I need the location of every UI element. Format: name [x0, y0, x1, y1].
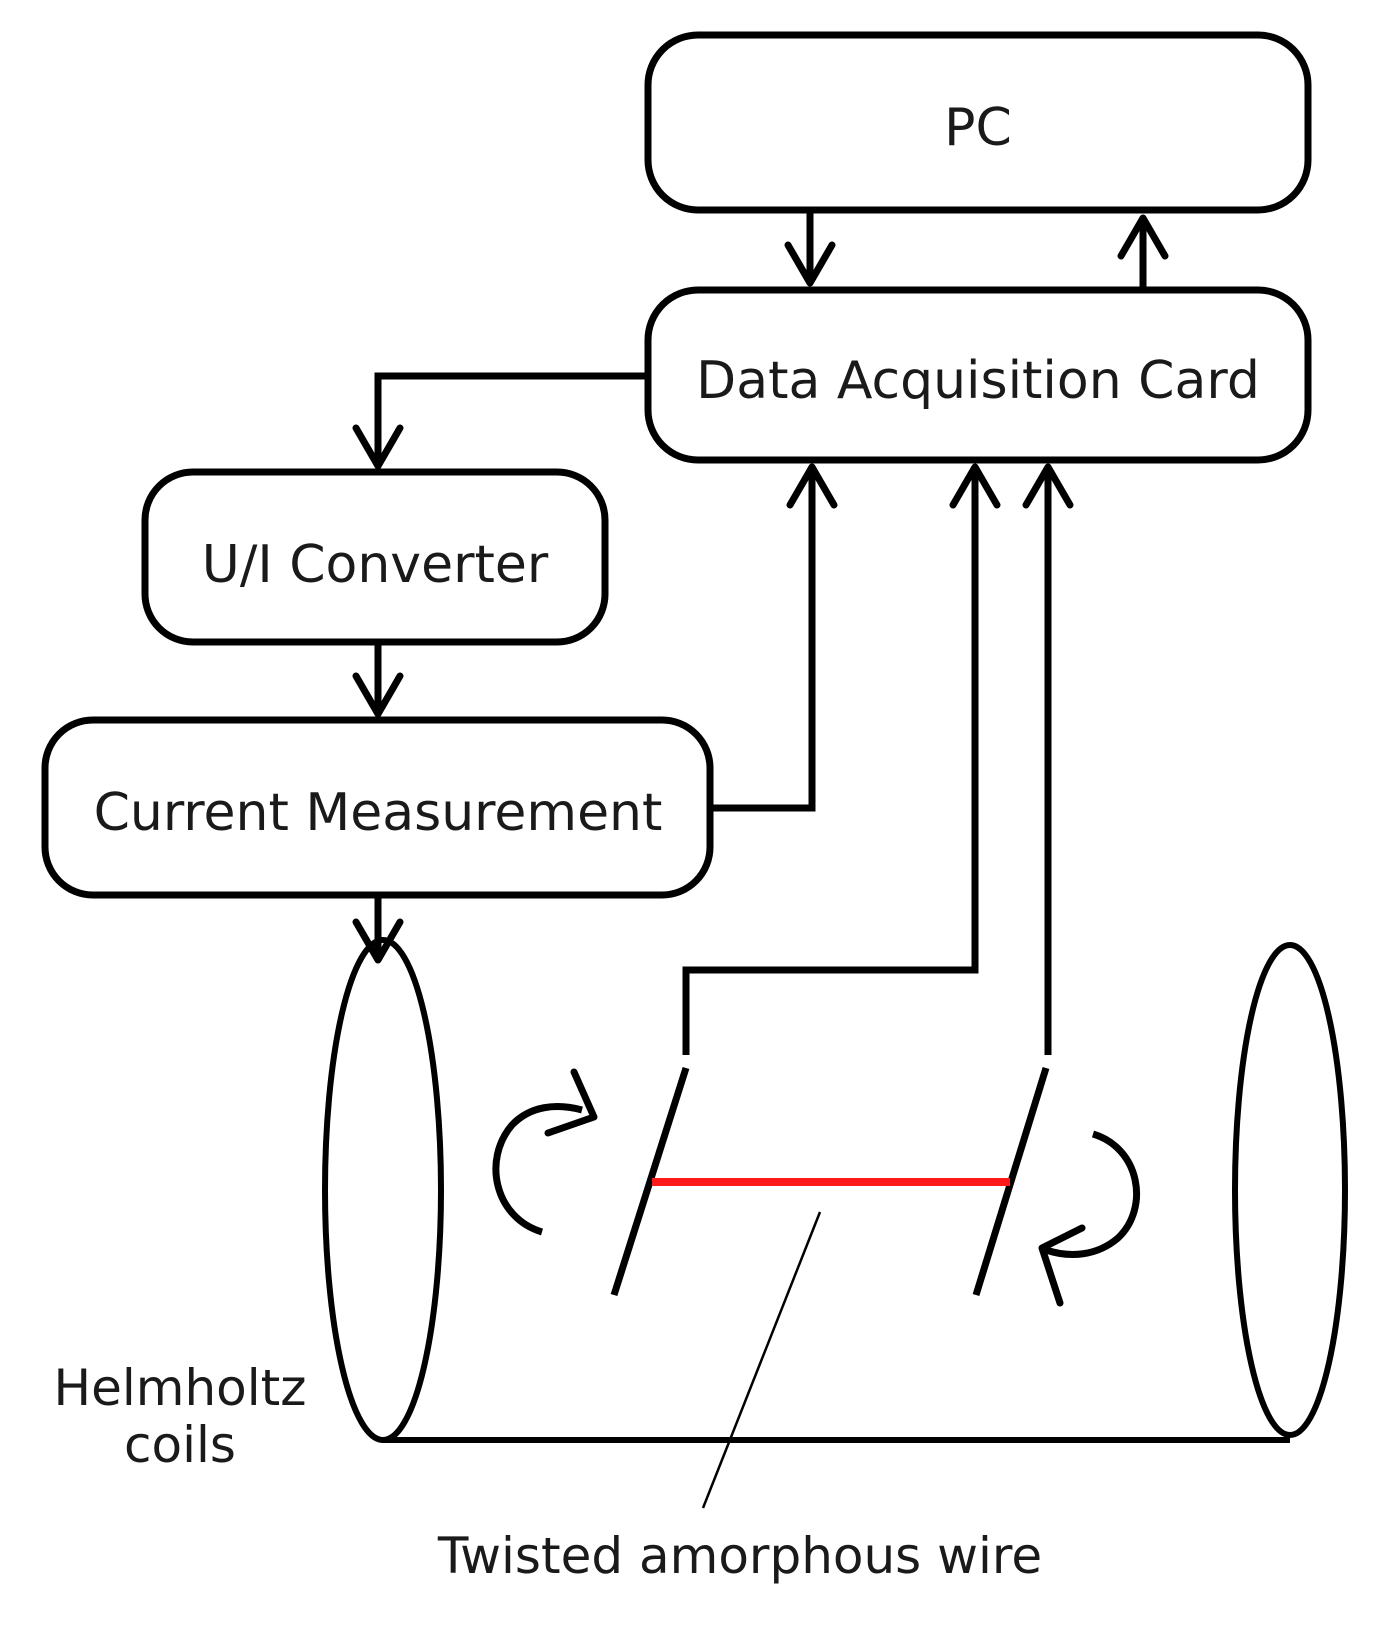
arrow-wire-right-lead-to-daq	[1022, 463, 1074, 1055]
left-coil	[322, 937, 444, 1443]
arrow-daq-to-ui-converter	[352, 372, 648, 470]
helmholtz-label-line2: coils	[124, 1416, 236, 1474]
ui-converter-block: U/I Converter	[141, 468, 609, 646]
current-measurement-block: Current Measurement	[41, 716, 714, 899]
wire-label: Twisted amorphous wire	[437, 1527, 1042, 1585]
pc-block: PC	[644, 31, 1312, 214]
arrow-daq-to-pc	[1117, 214, 1169, 290]
ui-converter-label: U/I Converter	[202, 535, 549, 595]
arrow-ui-converter-to-current-measurement	[352, 642, 404, 718]
arrow-wire-left-lead-to-daq	[682, 463, 1001, 1055]
rotation-arrow-right-icon	[1038, 1130, 1141, 1307]
left-clamp	[610, 1066, 690, 1297]
right-coil	[1232, 942, 1348, 1438]
arrow-current-measurement-to-daq	[710, 463, 838, 812]
right-clamp	[972, 1066, 1050, 1297]
arrow-pc-to-daq	[784, 210, 836, 287]
daq-block: Data Acquisition Card	[644, 286, 1312, 464]
current-measurement-label: Current Measurement	[94, 783, 663, 843]
arrow-current-measurement-to-coil	[352, 895, 404, 964]
wire-label-leader	[701, 1211, 822, 1509]
helmholtz-label-line1: Helmholtz	[54, 1359, 307, 1417]
daq-label: Data Acquisition Card	[696, 351, 1260, 411]
pc-label: PC	[944, 98, 1012, 158]
helmholtz-coils	[322, 937, 1348, 1443]
rotation-arrow-left-icon	[492, 1068, 598, 1236]
